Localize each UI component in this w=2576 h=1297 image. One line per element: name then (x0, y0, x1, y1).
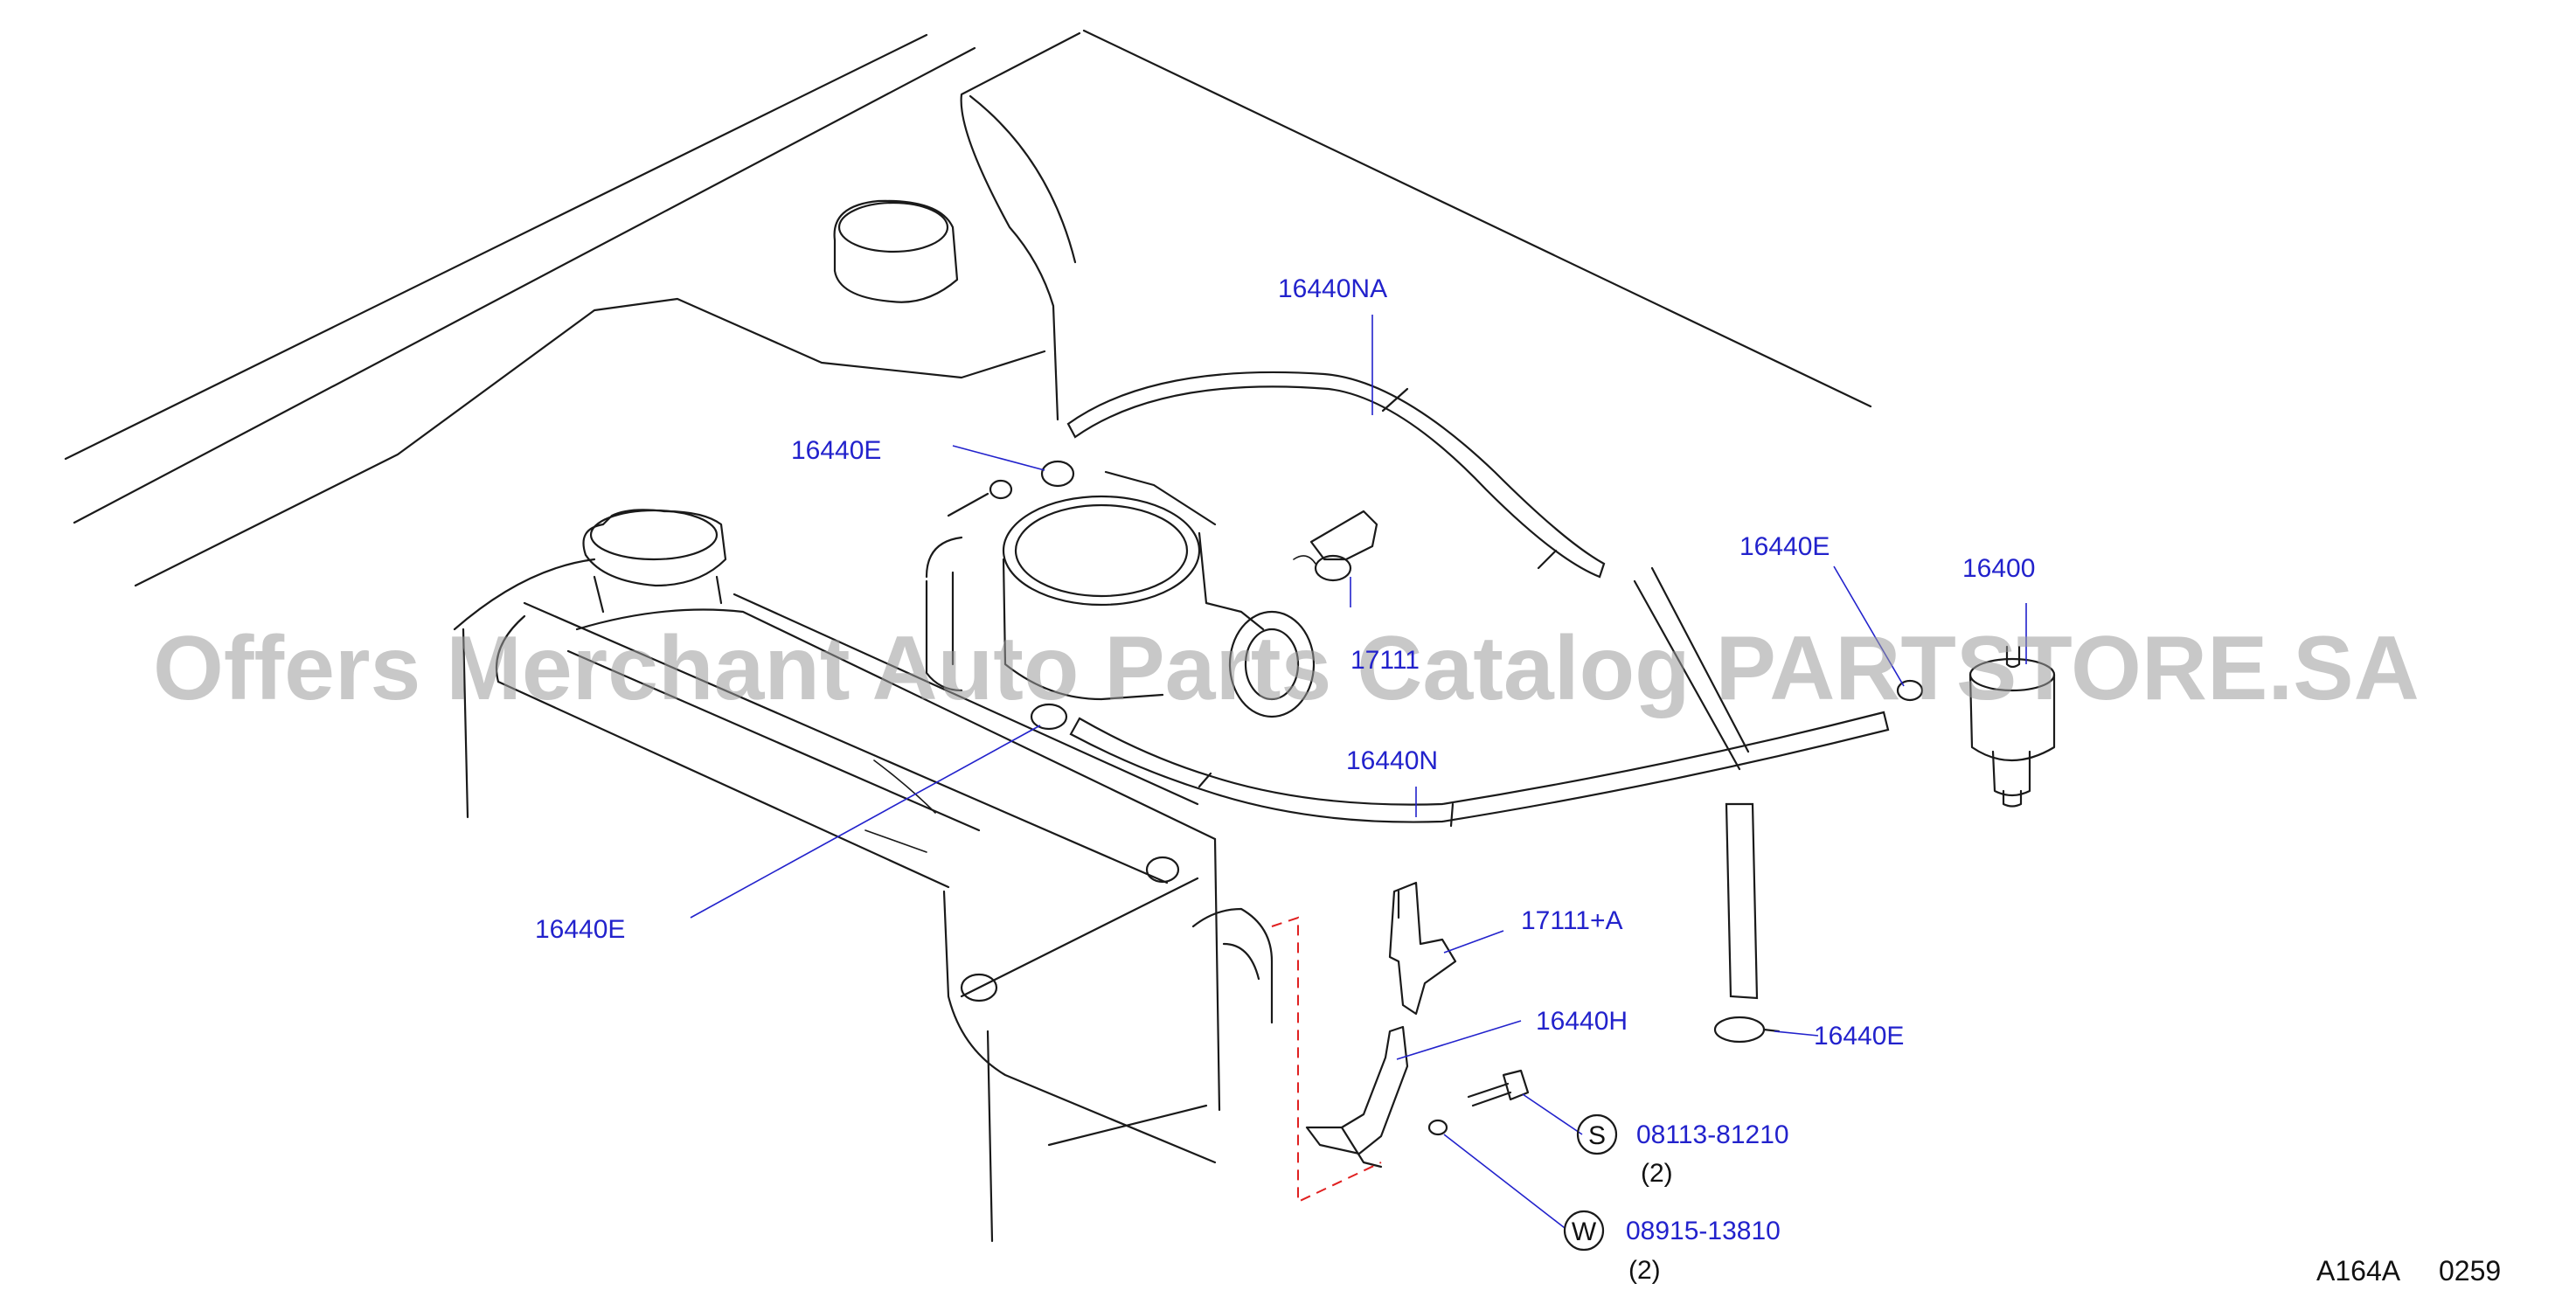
vehicle-body-outline (64, 29, 1872, 587)
washer (1427, 1119, 1448, 1136)
callout-16440E-upper-right[interactable]: 16440E (1739, 532, 1830, 561)
callout-17111[interactable]: 17111 (1350, 646, 1420, 675)
washer-symbol: W (1572, 1217, 1597, 1246)
vacuum-hose-lower (1069, 711, 1890, 828)
diagram-code: A164A (2316, 1255, 2401, 1287)
callout-16440H[interactable]: 16440H (1536, 1007, 1628, 1036)
vacuum-valve (1968, 645, 2056, 808)
vacuum-hose-vertical (1633, 566, 1759, 1000)
engine-block (453, 558, 1274, 1243)
screw-symbol-circle (1576, 1113, 1618, 1155)
vacuum-hose-upper (1066, 371, 1606, 579)
assembly-dashed-guide (1271, 916, 1382, 1203)
reservoir-cap (833, 199, 959, 303)
washer-symbol-circle (1563, 1210, 1605, 1252)
oil-filler-cap (582, 509, 727, 614)
vacuum-switch-lower (1388, 881, 1457, 1016)
diagram-number: 0259 (2439, 1255, 2501, 1287)
callout-16440E-lower-left[interactable]: 16440E (535, 915, 625, 944)
callout-16440E-upper-left[interactable]: 16440E (791, 436, 881, 465)
quantity-screw: (2) (1641, 1159, 1673, 1188)
mounting-bracket (1305, 1025, 1409, 1169)
quantity-washer: (2) (1628, 1256, 1661, 1285)
leader-lines (690, 315, 2027, 1229)
callout-16440N[interactable]: 16440N (1346, 746, 1438, 775)
hose-clamps (1030, 460, 1924, 1044)
screw-symbol: S (1588, 1121, 1606, 1150)
bolt (1467, 1069, 1530, 1107)
callout-08915-13810[interactable]: 08915-13810 (1626, 1217, 1781, 1245)
callout-16440E-lower-right[interactable]: 16440E (1814, 1022, 1904, 1051)
callout-08113-81210[interactable]: 08113-81210 (1636, 1120, 1789, 1149)
throttle-body (925, 470, 1316, 718)
callout-17111-A[interactable]: 17111+A (1521, 906, 1623, 935)
vacuum-switch-upper (1293, 510, 1378, 582)
callout-16440NA[interactable]: 16440NA (1278, 274, 1387, 303)
callout-16400[interactable]: 16400 (1962, 554, 2035, 583)
watermark-text: Offers Merchant Auto Parts Catalog PARTS… (153, 618, 2420, 719)
